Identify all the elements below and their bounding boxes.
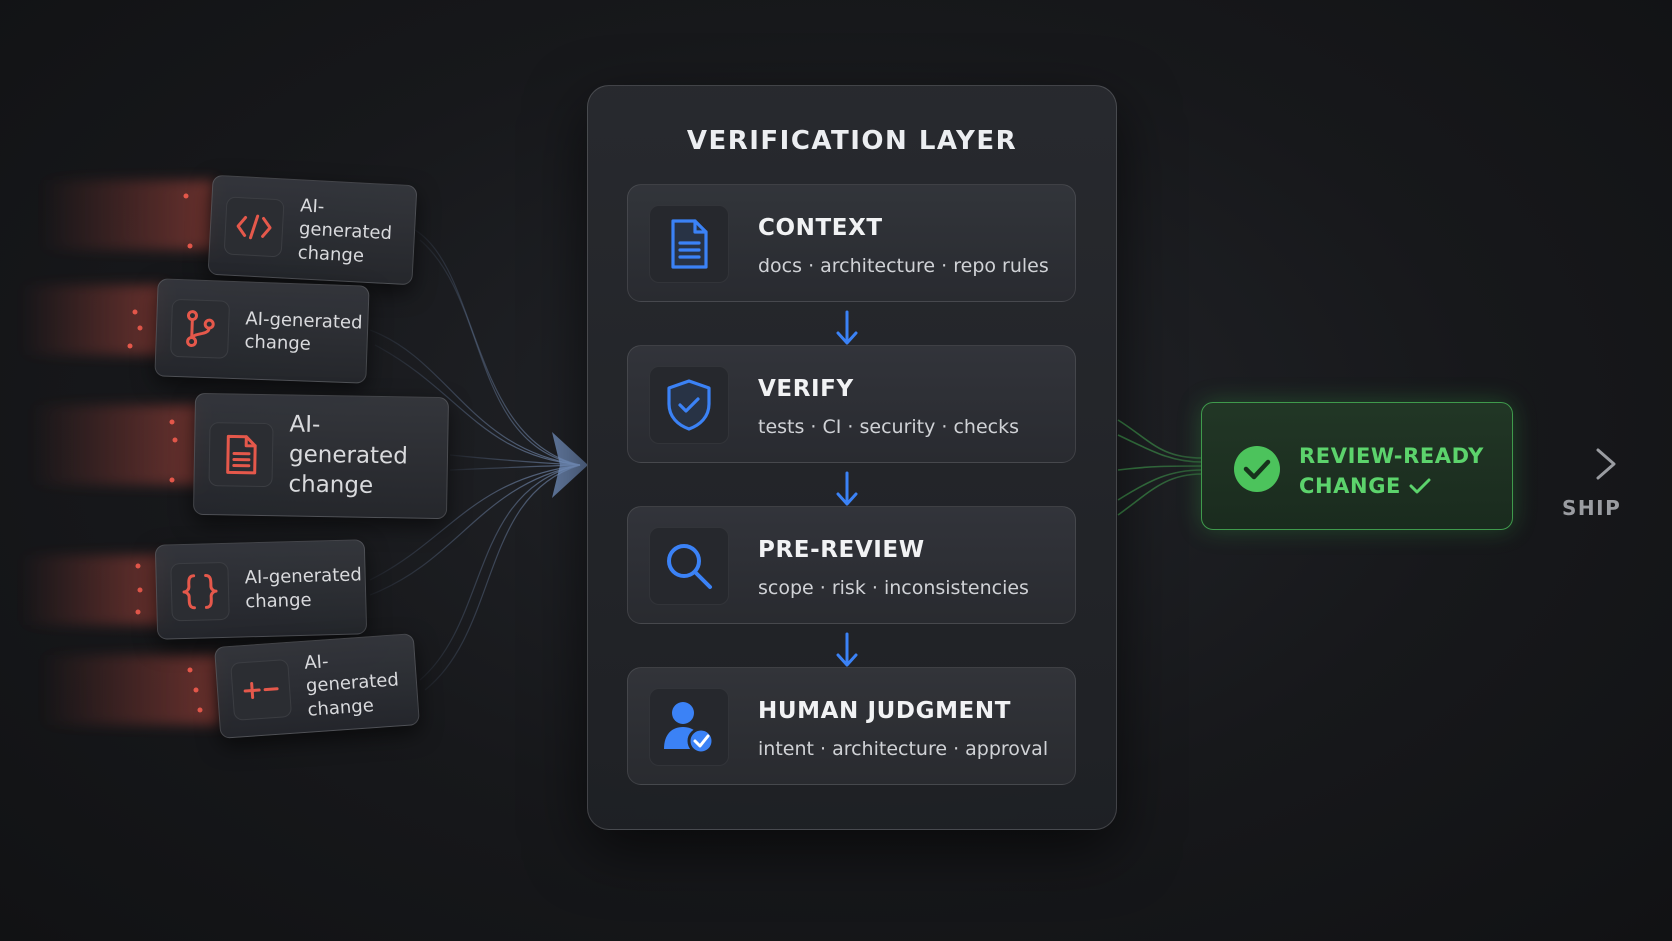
stage-title: CONTEXT	[758, 215, 883, 241]
input-card-braces[interactable]: AI-generated change	[154, 539, 368, 640]
input-streak-dots	[127, 193, 203, 713]
input-card-code[interactable]: AI-generated change	[207, 174, 418, 286]
input-card-branch[interactable]: AI-generated change	[154, 278, 370, 384]
stage-title: VERIFY	[758, 376, 854, 402]
input-card-diff[interactable]: AI-generated change	[214, 633, 420, 739]
output-title-line2-text: CHANGE	[1299, 474, 1401, 498]
document-icon	[208, 422, 274, 488]
stage-pre-review[interactable]: PRE-REVIEW scope · risk · inconsistencie…	[627, 506, 1076, 624]
output-flow	[1117, 419, 1203, 516]
stage-human-judgment[interactable]: HUMAN JUDGMENT intent · architecture · a…	[627, 667, 1076, 785]
input-card-document[interactable]: AI-generated change	[192, 392, 450, 520]
stage-verify[interactable]: VERIFY tests · CI · security · checks	[627, 345, 1076, 463]
output-title-line2: CHANGE	[1299, 474, 1431, 498]
input-label: AI-generated change	[244, 564, 363, 612]
stage-title: PRE-REVIEW	[758, 537, 925, 563]
input-streak-lines	[30, 195, 200, 711]
input-streaks	[20, 180, 220, 725]
check-icon	[1409, 478, 1431, 494]
arrow-right-icon	[1538, 448, 1616, 480]
review-ready-output[interactable]: REVIEW-READY CHANGE	[1201, 402, 1513, 530]
braces-icon	[170, 561, 230, 621]
shield-check-icon	[649, 366, 729, 444]
stage-title: HUMAN JUDGMENT	[758, 698, 1012, 724]
magnifier-icon	[649, 527, 729, 605]
user-check-icon	[649, 688, 729, 766]
code-icon	[223, 196, 285, 258]
plus-minus-icon	[230, 658, 293, 721]
ship-label: SHIP	[1562, 496, 1622, 520]
stage-subtitle: docs · architecture · repo rules	[758, 255, 1049, 277]
document-icon	[649, 205, 729, 283]
input-label: AI-generated change	[288, 411, 409, 499]
down-arrow-icon	[836, 310, 858, 345]
input-label: AI-generated change	[303, 651, 400, 721]
down-arrow-icon	[836, 471, 858, 506]
output-title-line1: REVIEW-READY	[1299, 444, 1484, 468]
stage-subtitle: scope · risk · inconsistencies	[758, 577, 1029, 599]
git-branch-icon	[170, 298, 231, 359]
verification-layer-panel: VERIFICATION LAYER CONTEXT docs · archit…	[587, 85, 1117, 830]
panel-title: VERIFICATION LAYER	[686, 126, 1018, 156]
stage-context[interactable]: CONTEXT docs · architecture · repo rules	[627, 184, 1076, 302]
input-label: AI-generated change	[244, 308, 363, 355]
check-circle-icon	[1234, 446, 1280, 492]
converging-arrowhead	[552, 432, 588, 498]
down-arrow-icon	[836, 632, 858, 667]
stage-subtitle: tests · CI · security · checks	[758, 416, 1019, 438]
input-label: AI-generated change	[297, 195, 393, 267]
stage-subtitle: intent · architecture · approval	[758, 738, 1049, 760]
